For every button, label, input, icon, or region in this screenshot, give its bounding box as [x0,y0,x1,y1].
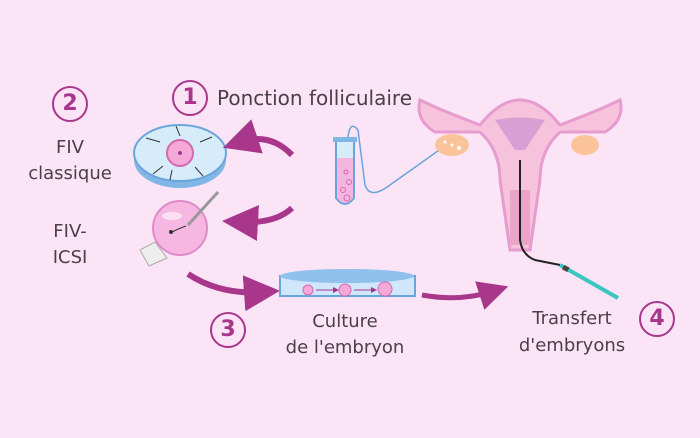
icsi-label-line1: FIV- [53,221,87,242]
step-3-label-line2: de l'embryon [285,337,405,358]
culture-dish-icon [279,269,416,297]
step-4-label-line1: Transfert [532,308,612,329]
petri-dish-ivf-icon [133,124,227,188]
syringe-icon [559,263,619,300]
step-3-badge: 3 [210,312,246,348]
step-2-badge: 2 [52,86,88,122]
step-2-label-line2: classique [28,163,112,184]
arrow-to-transfer [421,281,509,310]
icsi-egg-icon [139,190,220,267]
arrow-to-ivf [222,119,295,158]
step-3-label-line1: Culture [312,311,378,332]
arrow-to-culture [186,271,280,312]
test-tube-icon [333,125,443,205]
step-4-label-line2: d'embryons [518,335,626,356]
step-1-label: Ponction folliculaire [217,86,412,110]
step-1-badge: 1 [172,80,208,116]
uterus-illustration [417,97,623,300]
arrow-to-icsi [222,205,295,241]
icsi-label-line2: ICSI [52,247,88,268]
step-2-label-line1: FIV [56,137,84,158]
step-4-badge: 4 [639,301,675,337]
